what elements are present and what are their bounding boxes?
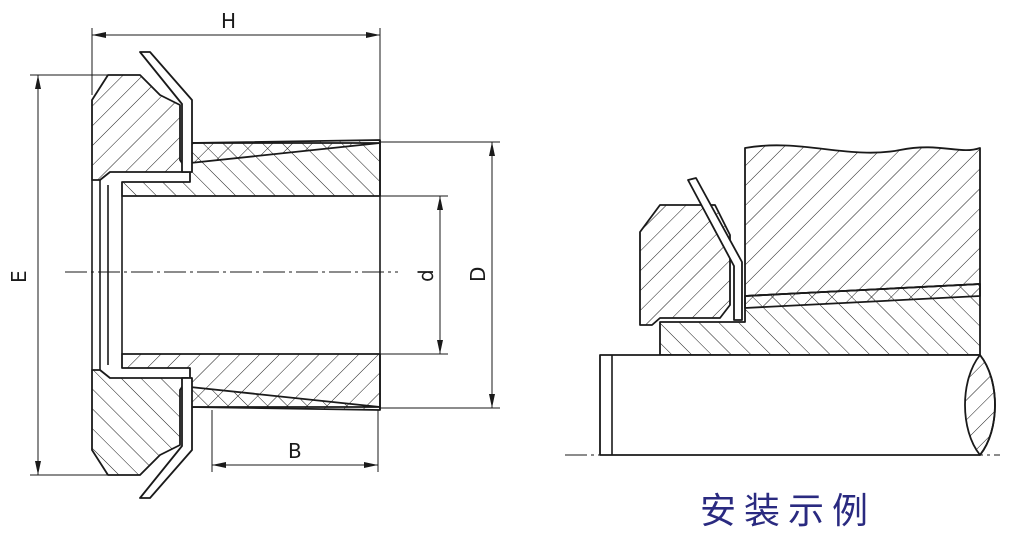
shaft [599,354,996,456]
caption: 安装示例 [700,491,877,532]
lock-washer [687,177,743,321]
bearing-housing [744,144,981,297]
lock-washer-section [139,51,193,499]
dimension-E [30,74,108,476]
label-E: E [7,270,31,283]
label-D: D [466,267,490,282]
dimension-d [380,195,448,355]
label-d: d [414,269,438,282]
label-B: B [288,439,302,463]
dimension-H [91,28,381,140]
adapter-sleeve-section [121,139,381,411]
dimension-B [211,410,379,472]
dimension-D [380,141,500,409]
lock-nut-section [91,74,189,476]
installation-example [565,144,1000,456]
label-H: H [221,9,236,33]
nut [639,204,731,326]
